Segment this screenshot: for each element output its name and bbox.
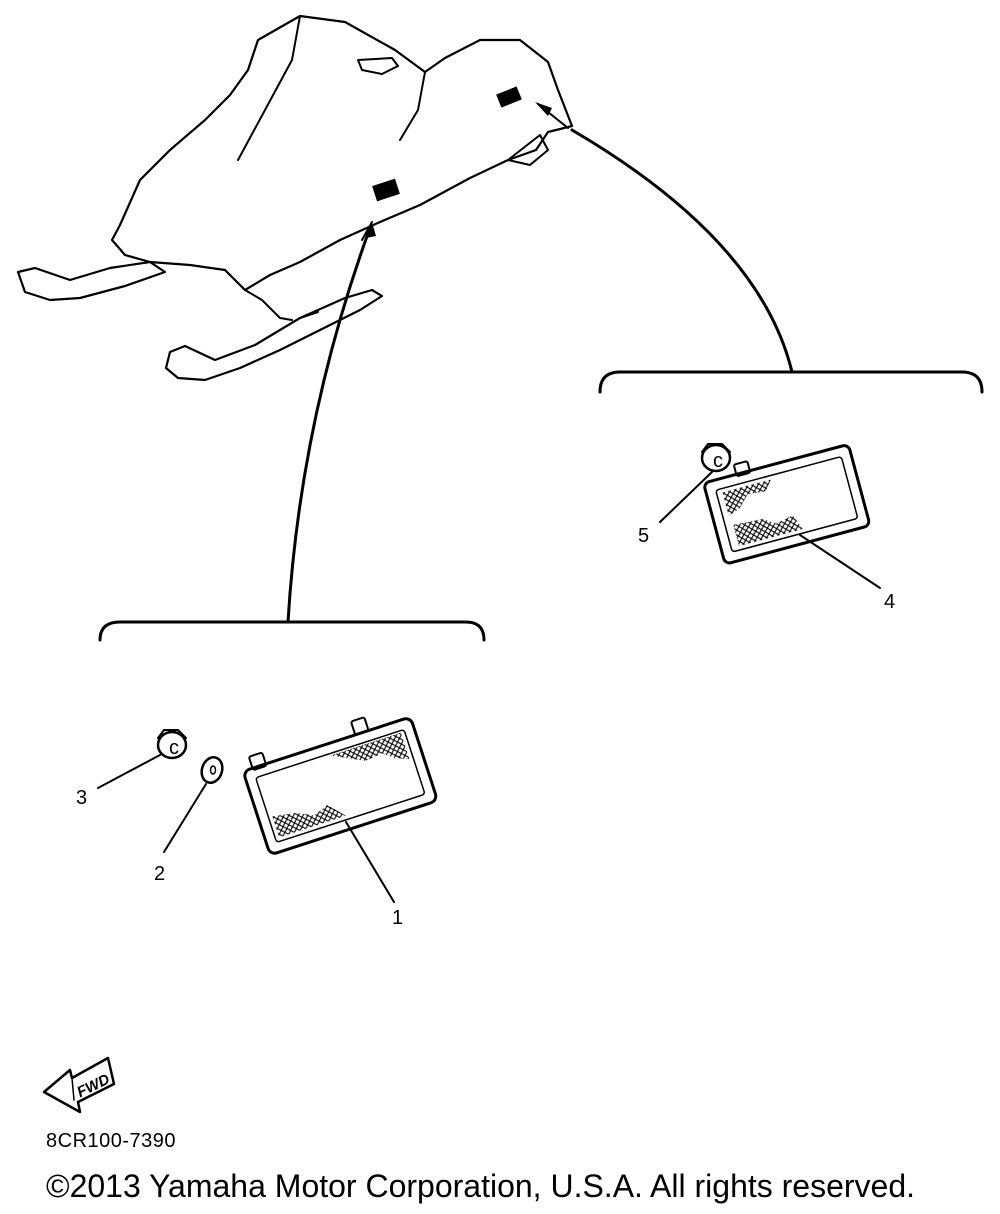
fwd-arrow-icon: FWD (42, 1056, 116, 1114)
leader-curves (286, 128, 794, 624)
reflector-front (703, 444, 871, 565)
fwd-label: FWD (74, 1071, 112, 1101)
drawing-code: 8CR100-7390 (46, 1130, 177, 1152)
detail-bracket-front (598, 370, 984, 394)
svg-text:c: c (713, 450, 723, 472)
callout-1: 1 (392, 907, 403, 929)
svg-text:c: c (169, 737, 179, 759)
callout-labels: 1 2 3 4 5 (76, 525, 895, 929)
nut-front: c (700, 443, 732, 473)
callout-5: 5 (638, 525, 649, 547)
callout-4: 4 (884, 591, 895, 613)
snowmobile-outline (16, 14, 574, 382)
nut-side: c (156, 729, 188, 760)
callout-2: 2 (154, 863, 165, 885)
copyright-notice: ©2013 Yamaha Motor Corporation, U.S.A. A… (46, 1168, 916, 1204)
callout-leaders (97, 471, 881, 903)
washer (200, 756, 224, 784)
reflector-side (243, 716, 438, 855)
detail-bracket-side (98, 620, 486, 642)
callout-3: 3 (76, 787, 87, 809)
